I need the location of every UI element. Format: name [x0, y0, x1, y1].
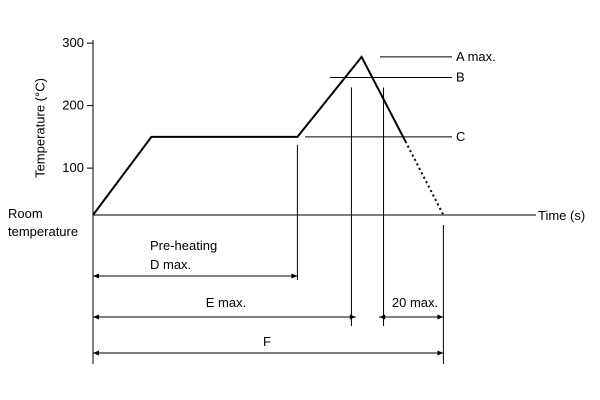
- temperature-profile-cooling-dashed: [404, 140, 445, 216]
- y-axis-label: Temperature (°C): [32, 78, 47, 178]
- y-tick-label-200: 200: [62, 98, 84, 113]
- duration-label-2-0: 20 max.: [392, 295, 438, 310]
- level-lines: A max. B C: [305, 49, 496, 144]
- origin-label-line1: Room: [8, 206, 43, 221]
- duration-arrow-start-1: [93, 314, 99, 320]
- duration-arrow-start-2: [379, 314, 386, 320]
- duration-annotations: Pre-heating D max. E max. 20 max. F: [93, 238, 444, 356]
- duration-label-1-0: E max.: [206, 295, 246, 310]
- duration-arrow-end-0: [291, 273, 298, 279]
- guide-lines: [296, 87, 444, 364]
- duration-arrow-start-0: [93, 273, 99, 279]
- y-tick-label-300: 300: [62, 35, 84, 50]
- y-ticks: 100 200 300: [62, 35, 93, 175]
- level-label-0: A max.: [456, 49, 496, 64]
- duration-arrow-end-2: [437, 314, 444, 320]
- duration-label-3-0: F: [263, 334, 271, 349]
- duration-label-0-0: Pre-heating: [150, 238, 217, 253]
- level-label-1: B: [456, 70, 465, 85]
- x-axis-label: Time (s): [538, 208, 585, 223]
- origin-label-line2: temperature: [8, 224, 78, 239]
- level-label-2: C: [456, 129, 465, 144]
- duration-arrow-end-1: [349, 314, 356, 320]
- duration-arrow-start-3: [93, 350, 99, 356]
- duration-label-0-1: D max.: [150, 257, 191, 272]
- temperature-profile-line: [92, 55, 407, 216]
- y-tick-label-100: 100: [62, 160, 84, 175]
- duration-arrow-end-3: [437, 350, 444, 356]
